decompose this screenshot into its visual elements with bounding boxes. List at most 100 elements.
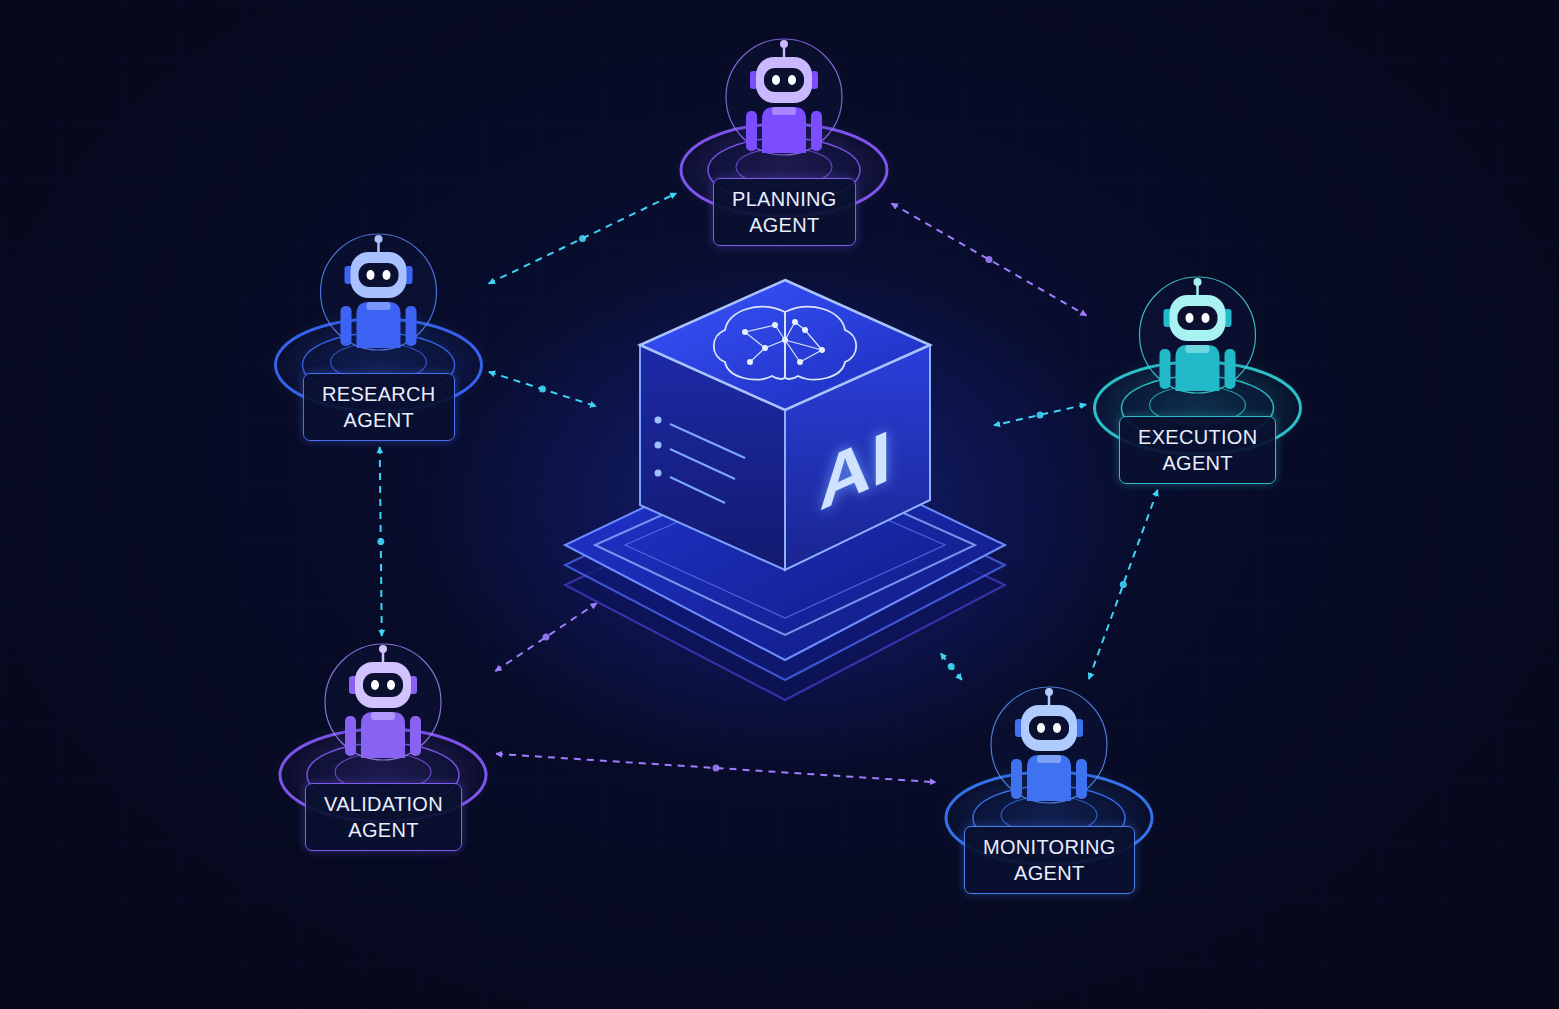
antenna-tip [379, 645, 387, 653]
signal-dot [579, 235, 586, 242]
agent-node: EXECUTION AGENT [1090, 273, 1305, 486]
agent-name: PLANNING AGENT [732, 186, 837, 238]
antenna-tip [1194, 278, 1202, 286]
antenna-tip [375, 235, 383, 243]
brain-link [785, 322, 795, 340]
agent-name: EXECUTION AGENT [1138, 424, 1257, 476]
brain-link [800, 350, 822, 362]
brain-link [745, 332, 765, 348]
robot-arm [341, 306, 352, 346]
list-line [670, 449, 735, 479]
robot-eye [772, 75, 780, 85]
signal-dot [986, 256, 993, 263]
robot-collar [1037, 755, 1061, 763]
agent-node: RESEARCH AGENT [272, 230, 485, 443]
brain-node [742, 329, 748, 335]
dashed-connector [496, 754, 936, 782]
robot-collar [367, 302, 391, 310]
signal-dot [539, 386, 546, 393]
glass-bubble [325, 644, 441, 760]
robot-head [1170, 295, 1226, 341]
robot-head [355, 662, 411, 708]
robot-arm [1011, 759, 1022, 799]
dashed-connector [489, 193, 677, 283]
agent-label-box: EXECUTION AGENT [1119, 416, 1276, 484]
cube-illustration [560, 270, 1010, 710]
list-line [670, 477, 725, 503]
ai-core-cube: AI [600, 290, 990, 650]
glass-bubble [991, 687, 1107, 803]
list-dot [655, 470, 662, 477]
brain-node [747, 359, 753, 365]
robot-visor [363, 673, 403, 697]
brain-node [772, 322, 778, 328]
robot-body [762, 107, 806, 153]
signal-dot [948, 663, 955, 670]
robot-arm [1160, 349, 1171, 389]
robot-eye [1037, 723, 1045, 733]
robot-arm [746, 111, 757, 151]
robot-collar [772, 107, 796, 115]
robot-visor [764, 68, 804, 92]
agent-node: PLANNING AGENT [680, 35, 888, 248]
agent-node: VALIDATION AGENT [274, 640, 492, 853]
robot-visor [1029, 716, 1069, 740]
brain-node [792, 319, 798, 325]
brain-left [714, 307, 785, 380]
signal-dot [1120, 581, 1127, 588]
brain-link [745, 325, 775, 332]
glass-bubble [321, 234, 437, 350]
cube-top-face [640, 280, 930, 410]
robot-arm [406, 306, 417, 346]
agent-name: MONITORING AGENT [983, 834, 1116, 886]
robot-eye [1186, 313, 1194, 323]
robot-arm [410, 716, 421, 756]
brain-node [762, 345, 768, 351]
glass-bubble [726, 39, 842, 155]
signal-dot [1037, 411, 1044, 418]
brain-icon [714, 307, 857, 380]
robot-eye [387, 680, 395, 690]
robot-head [351, 252, 407, 298]
brain-node [782, 337, 788, 343]
robot-eye [1202, 313, 1210, 323]
dashed-connector [489, 372, 596, 406]
robot-eye [1053, 723, 1061, 733]
dashed-connector [495, 603, 596, 671]
signal-dot [543, 634, 550, 641]
agent-label-box: MONITORING AGENT [964, 826, 1135, 894]
robot-collar [371, 712, 395, 720]
robot-body [1176, 345, 1220, 391]
robot-head [1021, 705, 1077, 751]
agent-label-box: VALIDATION AGENT [305, 783, 462, 851]
robot-arm [811, 111, 822, 151]
brain-link [785, 340, 800, 362]
agent-name: RESEARCH AGENT [322, 381, 436, 433]
robot-arm [1225, 349, 1236, 389]
robot-eye [383, 270, 391, 280]
robot-visor [1178, 306, 1218, 330]
robot-eye [788, 75, 796, 85]
brain-link [765, 340, 785, 348]
robot-head [756, 57, 812, 103]
robot-arm [1076, 759, 1087, 799]
antenna-tip [1045, 688, 1053, 696]
brain-right [785, 307, 856, 380]
list-dot [655, 442, 662, 449]
brain-node [797, 359, 803, 365]
robot-body [361, 712, 405, 758]
signal-dot [713, 765, 720, 772]
agent-label-box: PLANNING AGENT [713, 178, 856, 246]
antenna-tip [780, 40, 788, 48]
robot-collar [1186, 345, 1210, 353]
robot-visor [359, 263, 399, 287]
robot-arm [345, 716, 356, 756]
brain-link [750, 348, 765, 362]
robot-eye [371, 680, 379, 690]
dashed-connector [941, 653, 962, 680]
glass-bubble [1140, 277, 1256, 393]
robot-eye [367, 270, 375, 280]
brain-node [802, 327, 808, 333]
list-line [670, 424, 745, 458]
